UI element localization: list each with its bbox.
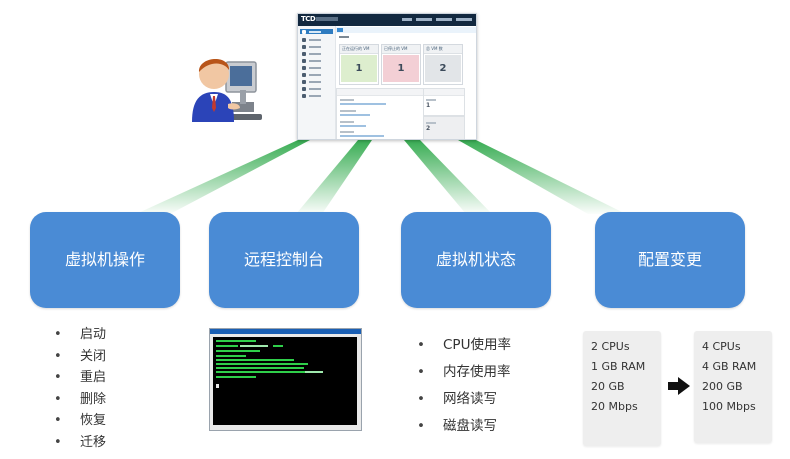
terminal-title-bar <box>210 329 361 334</box>
dashboard-section-title <box>339 36 349 38</box>
sidebar-item <box>300 37 333 42</box>
sidebar-item <box>300 79 333 84</box>
sidebar-item <box>300 86 333 91</box>
sidebar-item <box>300 72 333 77</box>
ray-to-remote-console <box>296 140 372 214</box>
vm-status-box: 虚拟机状态 <box>401 212 551 308</box>
dashboard-screenshot: TCD 正在运行的 VM 1 已停止的 VM 1 总 VM 数 2 <box>297 13 477 140</box>
list-item: 内存使用率 <box>415 359 511 386</box>
config-before-disk: 20 GB <box>591 380 625 393</box>
config-change-box: 配置变更 <box>595 212 745 308</box>
vm-status-list: CPU使用率 内存使用率 网络读写 磁盘读写 <box>415 332 511 440</box>
terminal-screen <box>213 337 357 425</box>
config-after-bandwidth: 100 Mbps <box>702 400 756 413</box>
config-after-cpu: 4 CPUs <box>702 340 741 353</box>
total-vm-card: 总 VM 数 2 <box>423 44 463 85</box>
dashboard-logo: TCD <box>301 15 316 23</box>
dashboard-tab <box>337 28 343 32</box>
header-menu-item <box>416 18 432 21</box>
dashboard-sidebar <box>298 26 336 139</box>
list-item: 磁盘读写 <box>415 413 511 440</box>
vm-operations-list: 启动 关闭 重启 删除 恢复 迁移 <box>52 324 106 454</box>
terminal-cursor <box>216 384 219 388</box>
events-panel <box>336 88 424 139</box>
stopped-vm-card-label: 已停止的 VM <box>382 45 420 54</box>
summary-value: 1 <box>426 102 431 109</box>
summary-value: 2 <box>426 125 431 132</box>
dashboard-header: TCD <box>298 14 476 26</box>
dashboard-tabbar <box>336 27 476 33</box>
sidebar-item <box>300 65 333 70</box>
sidebar-item <box>300 44 333 49</box>
config-after-panel: 4 CPUs 4 GB RAM 200 GB 100 Mbps <box>694 331 772 443</box>
total-vm-count: 2 <box>425 55 461 82</box>
config-before-panel: 2 CPUs 1 GB RAM 20 GB 20 Mbps <box>583 331 661 446</box>
sidebar-item <box>300 29 333 34</box>
config-before-ram: 1 GB RAM <box>591 360 646 373</box>
config-before-cpu: 2 CPUs <box>591 340 630 353</box>
sidebar-item <box>300 51 333 56</box>
ray-to-vm-operations <box>136 140 310 214</box>
sidebar-item <box>300 93 333 98</box>
list-item: 重启 <box>52 367 106 389</box>
stopped-vm-card: 已停止的 VM 1 <box>381 44 421 85</box>
running-vm-card-label: 正在运行的 VM <box>340 45 378 54</box>
list-item: 删除 <box>52 389 106 411</box>
running-vm-card: 正在运行的 VM 1 <box>339 44 379 85</box>
summary-panel-bottom: 2 <box>423 116 465 139</box>
config-before-bandwidth: 20 Mbps <box>591 400 638 413</box>
ray-to-vm-status <box>404 140 492 214</box>
header-menu-item <box>402 18 412 21</box>
total-vm-card-label: 总 VM 数 <box>424 45 462 54</box>
terminal-window <box>209 328 362 431</box>
ray-to-config-change <box>458 140 626 214</box>
header-menu-item <box>456 18 472 21</box>
header-menu-item <box>436 18 452 21</box>
config-after-disk: 200 GB <box>702 380 743 393</box>
dashboard-logo-subtitle <box>316 17 338 21</box>
sidebar-item <box>300 58 333 63</box>
stopped-vm-count: 1 <box>383 55 419 82</box>
list-item: CPU使用率 <box>415 332 511 359</box>
config-after-ram: 4 GB RAM <box>702 360 757 373</box>
list-item: 迁移 <box>52 432 106 454</box>
right-arrow-icon <box>668 377 690 395</box>
list-item: 网络读写 <box>415 386 511 413</box>
vm-operations-box: 虚拟机操作 <box>30 212 180 308</box>
list-item: 恢复 <box>52 410 106 432</box>
running-vm-count: 1 <box>341 55 377 82</box>
user-at-computer-icon <box>192 58 262 122</box>
summary-panel-top: 1 <box>423 88 465 116</box>
list-item: 启动 <box>52 324 106 346</box>
remote-console-box: 远程控制台 <box>209 212 359 308</box>
list-item: 关闭 <box>52 346 106 368</box>
